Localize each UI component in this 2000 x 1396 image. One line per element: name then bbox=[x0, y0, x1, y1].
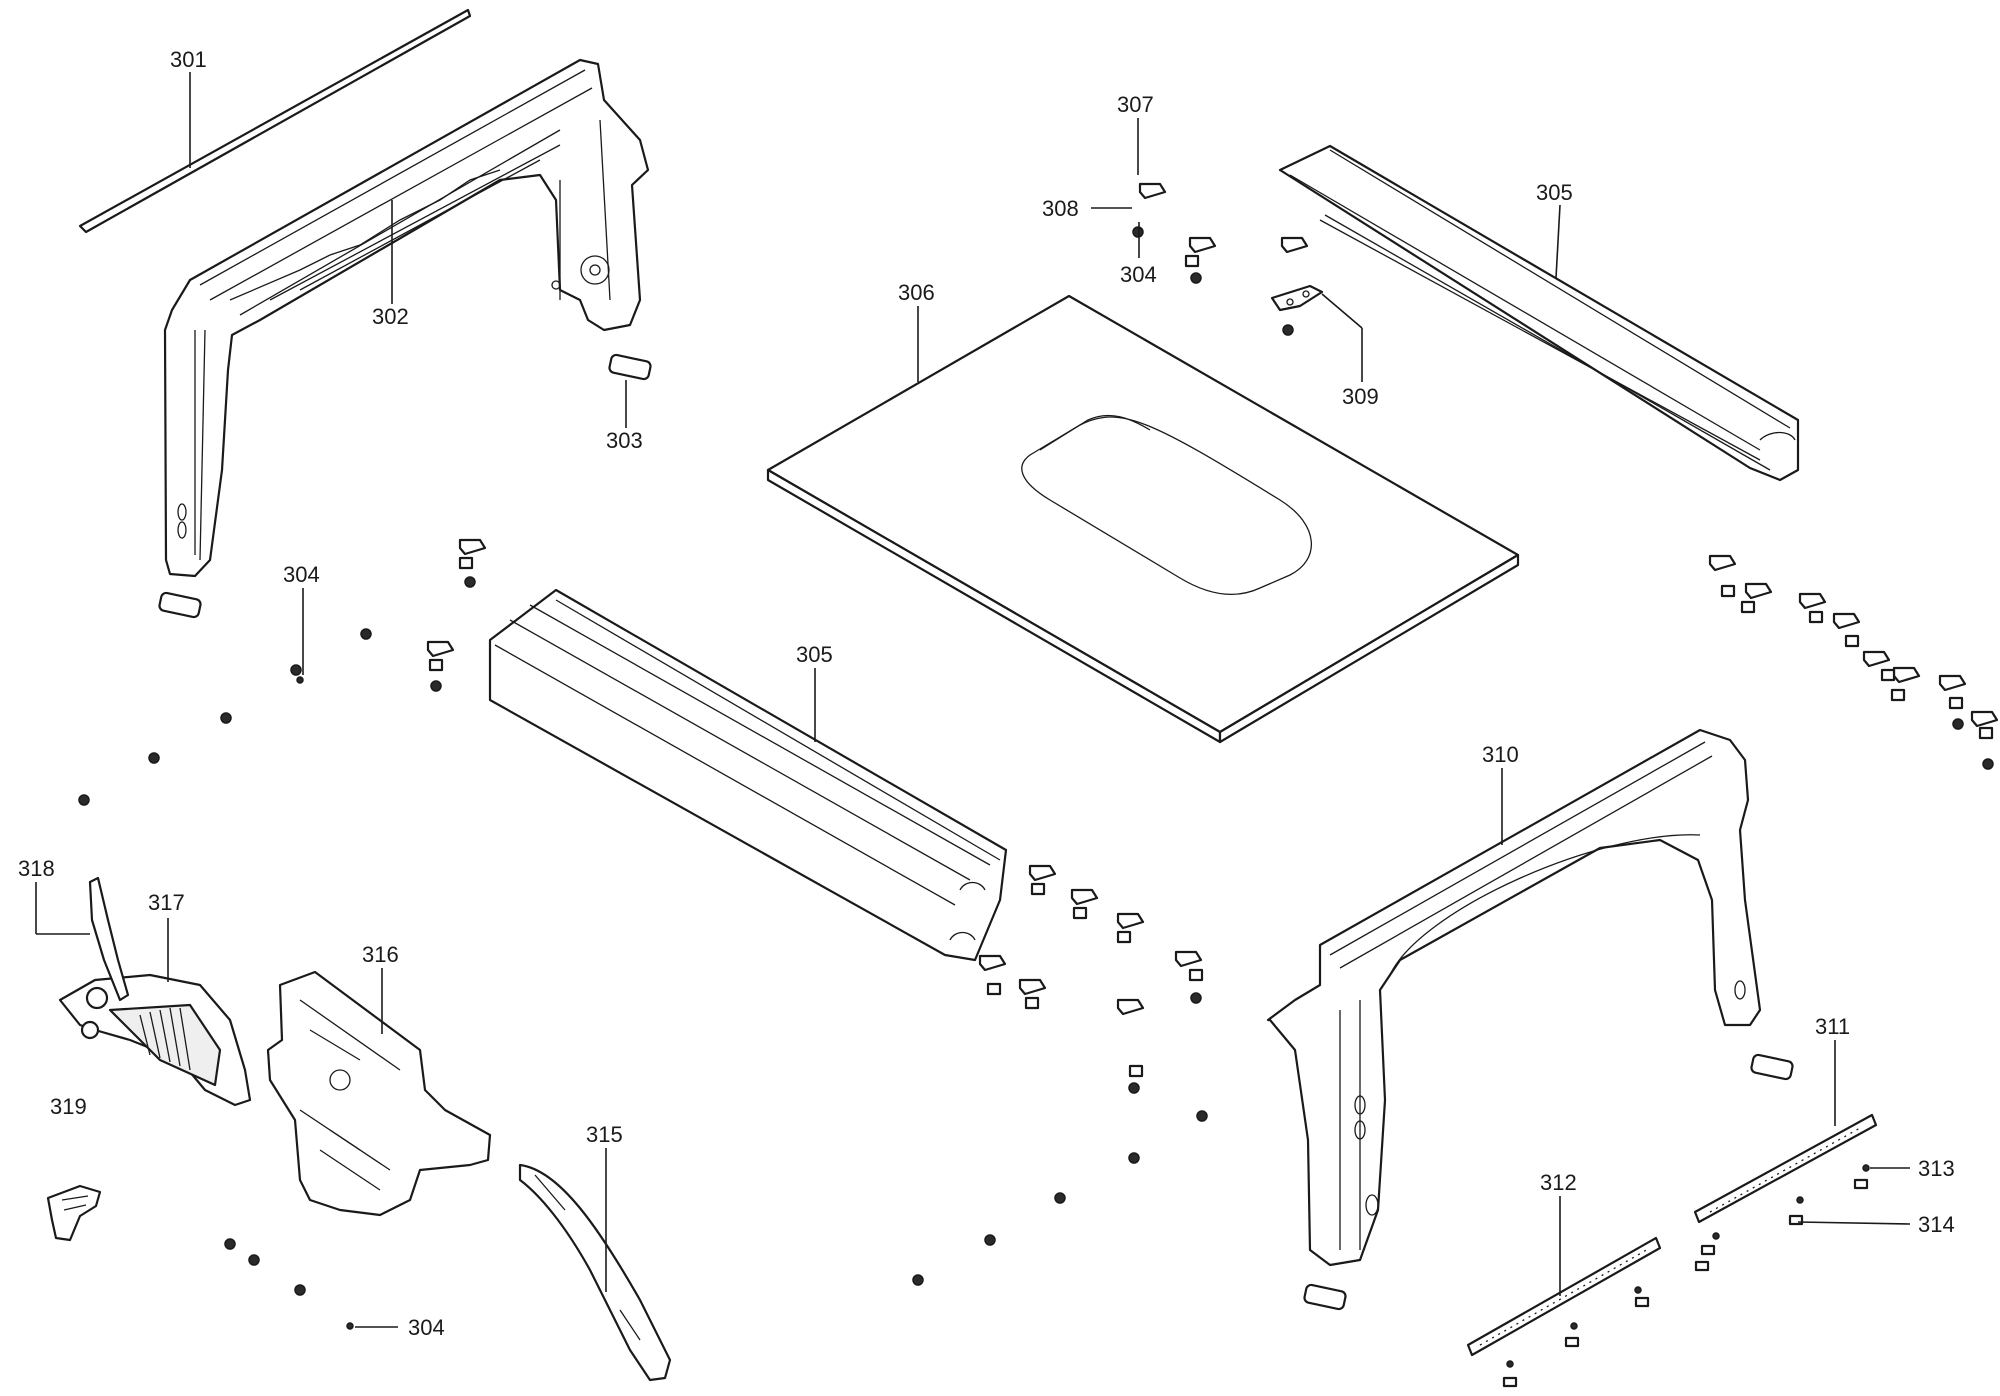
part-303-foot-pads bbox=[158, 353, 1794, 1311]
part-306-table-top bbox=[766, 294, 1520, 744]
callout-311: 311 bbox=[1815, 1014, 1850, 1039]
part-310-right-leg bbox=[1266, 728, 1762, 1267]
small-nuts bbox=[428, 254, 1994, 1078]
callout-306: 306 bbox=[898, 280, 935, 305]
leader-lines bbox=[35, 72, 1911, 1328]
callout-305: 305 bbox=[1536, 180, 1573, 205]
callout-304: 304 bbox=[1120, 262, 1157, 287]
part-305-upper-extrusion bbox=[1278, 144, 1800, 482]
callout-315: 315 bbox=[586, 1122, 623, 1147]
part-309-plate bbox=[1270, 284, 1324, 312]
callout-310: 310 bbox=[1482, 742, 1519, 767]
callout-317: 317 bbox=[148, 890, 185, 915]
part-305-lower-extrusion bbox=[488, 588, 1008, 962]
callout-303: 303 bbox=[606, 428, 643, 453]
screws bbox=[78, 226, 1994, 1330]
part-316-housing bbox=[266, 970, 492, 1217]
callout-301: 301 bbox=[170, 47, 207, 72]
callout-304: 304 bbox=[283, 562, 320, 587]
part-319-clip bbox=[46, 1184, 102, 1242]
callout-318: 318 bbox=[18, 856, 55, 881]
part-318-riving-knife bbox=[88, 876, 130, 1002]
part-302-left-leg bbox=[163, 58, 650, 578]
part-311-rack bbox=[1693, 1113, 1878, 1224]
callout-308: 308 bbox=[1042, 196, 1079, 221]
callout-314: 314 bbox=[1918, 1212, 1955, 1237]
small-brackets bbox=[426, 182, 1999, 1016]
callout-312: 312 bbox=[1540, 1170, 1577, 1195]
callout-302: 302 bbox=[372, 304, 409, 329]
callout-313: 313 bbox=[1918, 1156, 1955, 1181]
callout-319: 319 bbox=[50, 1094, 87, 1119]
callout-307: 307 bbox=[1117, 92, 1154, 117]
callout-305: 305 bbox=[796, 642, 833, 667]
part-317-blade-guard bbox=[58, 973, 252, 1107]
callout-labels: 301 302 303 304 304 304 305 305 306 307 … bbox=[18, 47, 1955, 1340]
callout-304: 304 bbox=[408, 1315, 445, 1340]
part-315-riving-plate bbox=[518, 1163, 672, 1382]
part-313-314-fasteners bbox=[1502, 1164, 1870, 1388]
part-312-rack bbox=[1466, 1236, 1662, 1357]
callout-316: 316 bbox=[362, 942, 399, 967]
callout-309: 309 bbox=[1342, 384, 1379, 409]
part-301-strip bbox=[78, 8, 472, 234]
